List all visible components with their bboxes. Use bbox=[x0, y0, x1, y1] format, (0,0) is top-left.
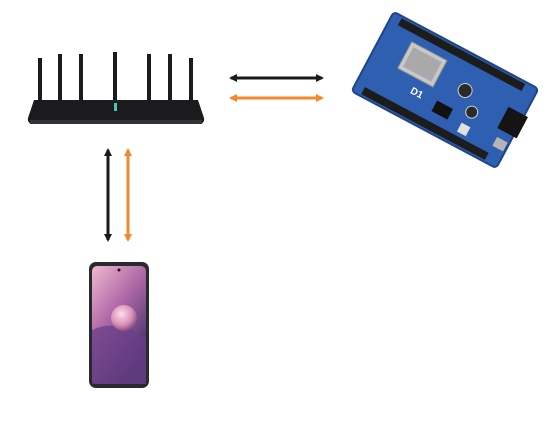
esp8266-wemos-board-icon: D1 bbox=[351, 12, 539, 168]
smartphone-icon bbox=[89, 262, 149, 388]
phone-wallpaper-wave bbox=[92, 325, 146, 384]
wifi-router-icon bbox=[27, 52, 205, 124]
phone-wallpaper-sphere bbox=[111, 305, 137, 331]
router-body bbox=[27, 100, 205, 124]
board-reset-button bbox=[456, 122, 471, 137]
router-antenna bbox=[58, 54, 62, 102]
router-antenna bbox=[189, 58, 193, 102]
router-antenna bbox=[38, 58, 42, 102]
phone-camera bbox=[117, 268, 121, 272]
router-antenna bbox=[168, 54, 172, 102]
board-power-jack bbox=[497, 106, 528, 139]
router-antenna bbox=[147, 54, 151, 102]
router-base bbox=[30, 120, 202, 124]
board-capacitor bbox=[457, 83, 473, 99]
router-led bbox=[114, 103, 117, 111]
board-capacitor bbox=[465, 105, 479, 119]
board-pcb bbox=[351, 12, 539, 168]
board-chip bbox=[431, 100, 454, 120]
router-antenna bbox=[79, 54, 83, 102]
board-label: D1 bbox=[408, 86, 425, 102]
esp-shield bbox=[403, 47, 442, 82]
board-header-bottom bbox=[361, 87, 489, 160]
router-antenna bbox=[113, 52, 117, 102]
board-usb-port bbox=[492, 136, 508, 152]
board-header-top bbox=[397, 18, 526, 92]
